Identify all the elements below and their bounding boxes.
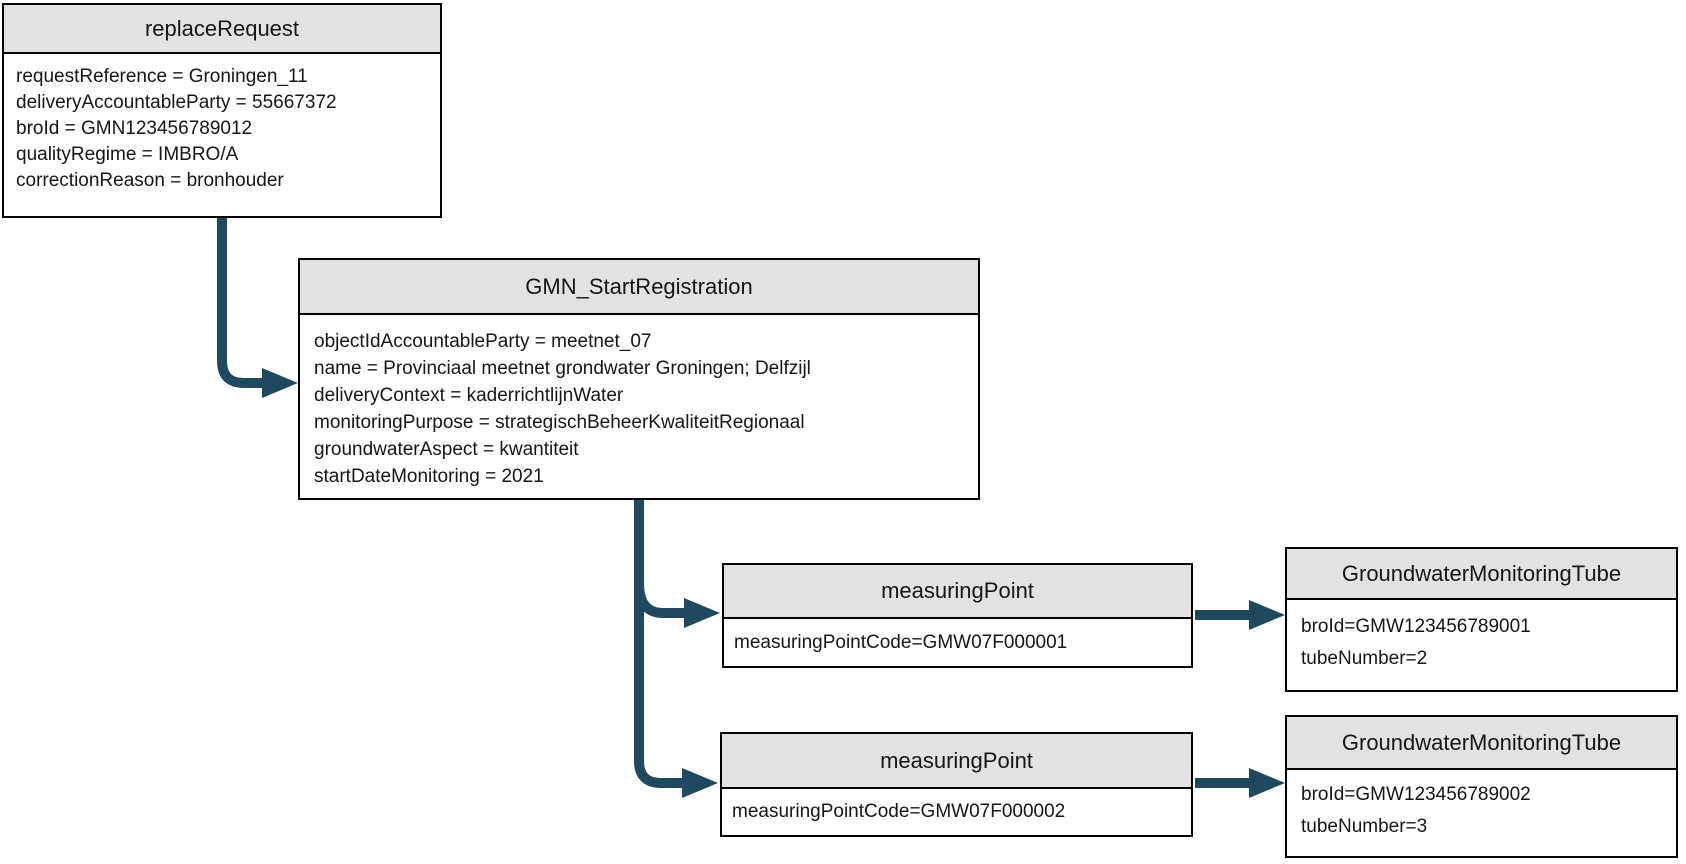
node-title: measuringPoint	[724, 565, 1191, 619]
attribute-line: broId=GMW123456789002	[1301, 784, 1531, 805]
node-groundwater-monitoring-tube-2: GroundwaterMonitoringTube broId=GMW12345…	[1285, 715, 1678, 858]
connector-mp1-to-tube1	[1195, 600, 1285, 630]
node-title: GroundwaterMonitoringTube	[1287, 717, 1676, 770]
attribute-line: qualityRegime = IMBRO/A	[16, 144, 239, 165]
node-gmn-start-registration: GMN_StartRegistration objectIdAccountabl…	[298, 258, 980, 500]
attribute-line: name = Provinciaal meetnet grondwater Gr…	[314, 358, 811, 379]
node-title: GMN_StartRegistration	[300, 260, 978, 315]
attribute-line: correctionReason = bronhouder	[16, 170, 284, 191]
attribute-line: deliveryAccountableParty = 55667372	[16, 92, 337, 113]
node-attributes: broId=GMW123456789002 tubeNumber=3	[1287, 770, 1676, 856]
node-attributes: broId=GMW123456789001 tubeNumber=2	[1287, 600, 1676, 690]
attribute-line: monitoringPurpose = strategischBeheerKwa…	[314, 412, 805, 433]
connector-gmn-to-mp1	[634, 582, 720, 628]
attribute-line: groundwaterAspect = kwantiteit	[314, 439, 579, 460]
attribute-line: measuringPointCode=GMW07F000002	[732, 801, 1066, 822]
attribute-line: measuringPointCode=GMW07F000001	[734, 631, 1068, 653]
node-measuring-point-1: measuringPoint measuringPointCode=GMW07F…	[722, 563, 1193, 668]
node-title: measuringPoint	[722, 734, 1191, 789]
attribute-line: deliveryContext = kaderrichtlijnWater	[314, 385, 624, 406]
node-title: replaceRequest	[4, 5, 440, 54]
attribute-line: broId = GMN123456789012	[16, 118, 253, 139]
connector-replace-to-gmn	[217, 218, 298, 398]
node-replace-request: replaceRequest requestReference = Gronin…	[2, 3, 442, 218]
attribute-line: broId=GMW123456789001	[1301, 616, 1531, 637]
node-groundwater-monitoring-tube-1: GroundwaterMonitoringTube broId=GMW12345…	[1285, 547, 1678, 692]
connector-mp2-to-tube2	[1195, 768, 1285, 798]
attribute-line: objectIdAccountableParty = meetnet_07	[314, 331, 652, 352]
node-measuring-point-2: measuringPoint measuringPointCode=GMW07F…	[720, 732, 1193, 837]
attribute-line: tubeNumber=2	[1301, 648, 1428, 669]
node-attributes: objectIdAccountableParty = meetnet_07 na…	[300, 315, 978, 503]
node-attributes: measuringPointCode=GMW07F000001	[724, 619, 1191, 666]
attribute-line: tubeNumber=3	[1301, 816, 1428, 837]
attribute-line: requestReference = Groningen_11	[16, 66, 308, 87]
node-attributes: measuringPointCode=GMW07F000002	[722, 789, 1191, 835]
attribute-line: startDateMonitoring = 2021	[314, 466, 544, 487]
node-attributes: requestReference = Groningen_11 delivery…	[4, 54, 440, 216]
node-title: GroundwaterMonitoringTube	[1287, 549, 1676, 600]
connector-gmn-to-mp2	[634, 500, 718, 798]
